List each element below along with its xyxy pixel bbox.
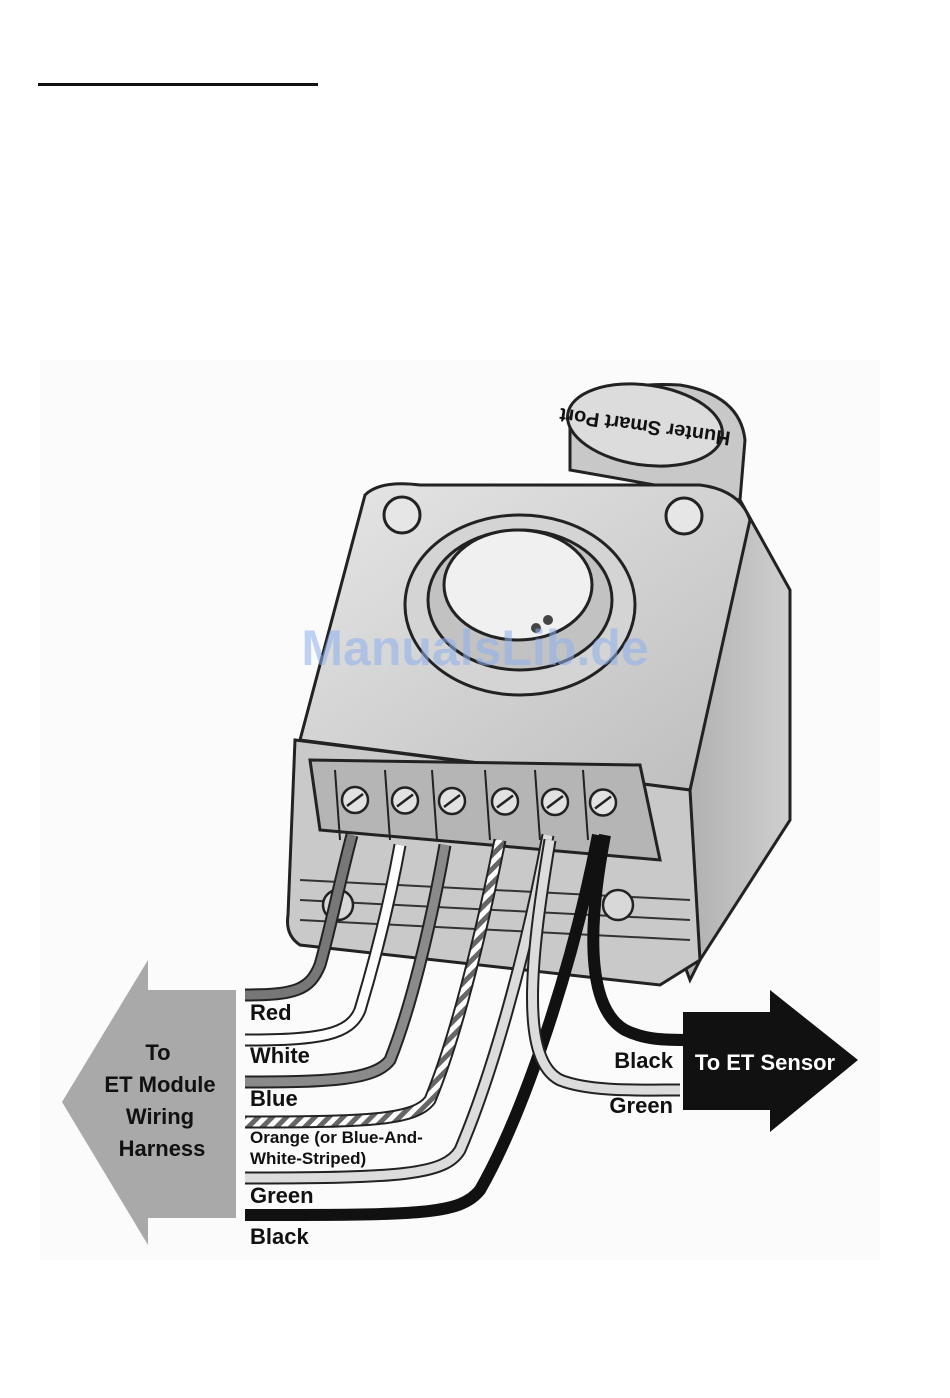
mounting-hole-icon: [384, 497, 420, 533]
label-white: White: [250, 1043, 310, 1068]
watermark: ManualsLib.de: [301, 620, 648, 676]
label-red: Red: [250, 1000, 292, 1025]
label-orange-line-1: Orange (or Blue-And-: [250, 1128, 423, 1147]
screw-icon: [603, 890, 633, 920]
label-black: Black: [250, 1224, 309, 1249]
label-right-black: Black: [614, 1048, 673, 1073]
label-green: Green: [250, 1183, 314, 1208]
left-arrow-line-1: To: [145, 1040, 170, 1065]
left-arrow-line-2: ET Module: [104, 1072, 215, 1097]
left-arrow-line-3: Wiring: [126, 1104, 194, 1129]
mounting-hole-icon: [666, 498, 702, 534]
right-arrow-label: To ET Sensor: [695, 1050, 836, 1075]
label-orange-line-2: White-Striped): [250, 1149, 366, 1168]
label-blue: Blue: [250, 1086, 298, 1111]
left-arrow-line-4: Harness: [119, 1136, 206, 1161]
label-right-green: Green: [609, 1093, 673, 1118]
